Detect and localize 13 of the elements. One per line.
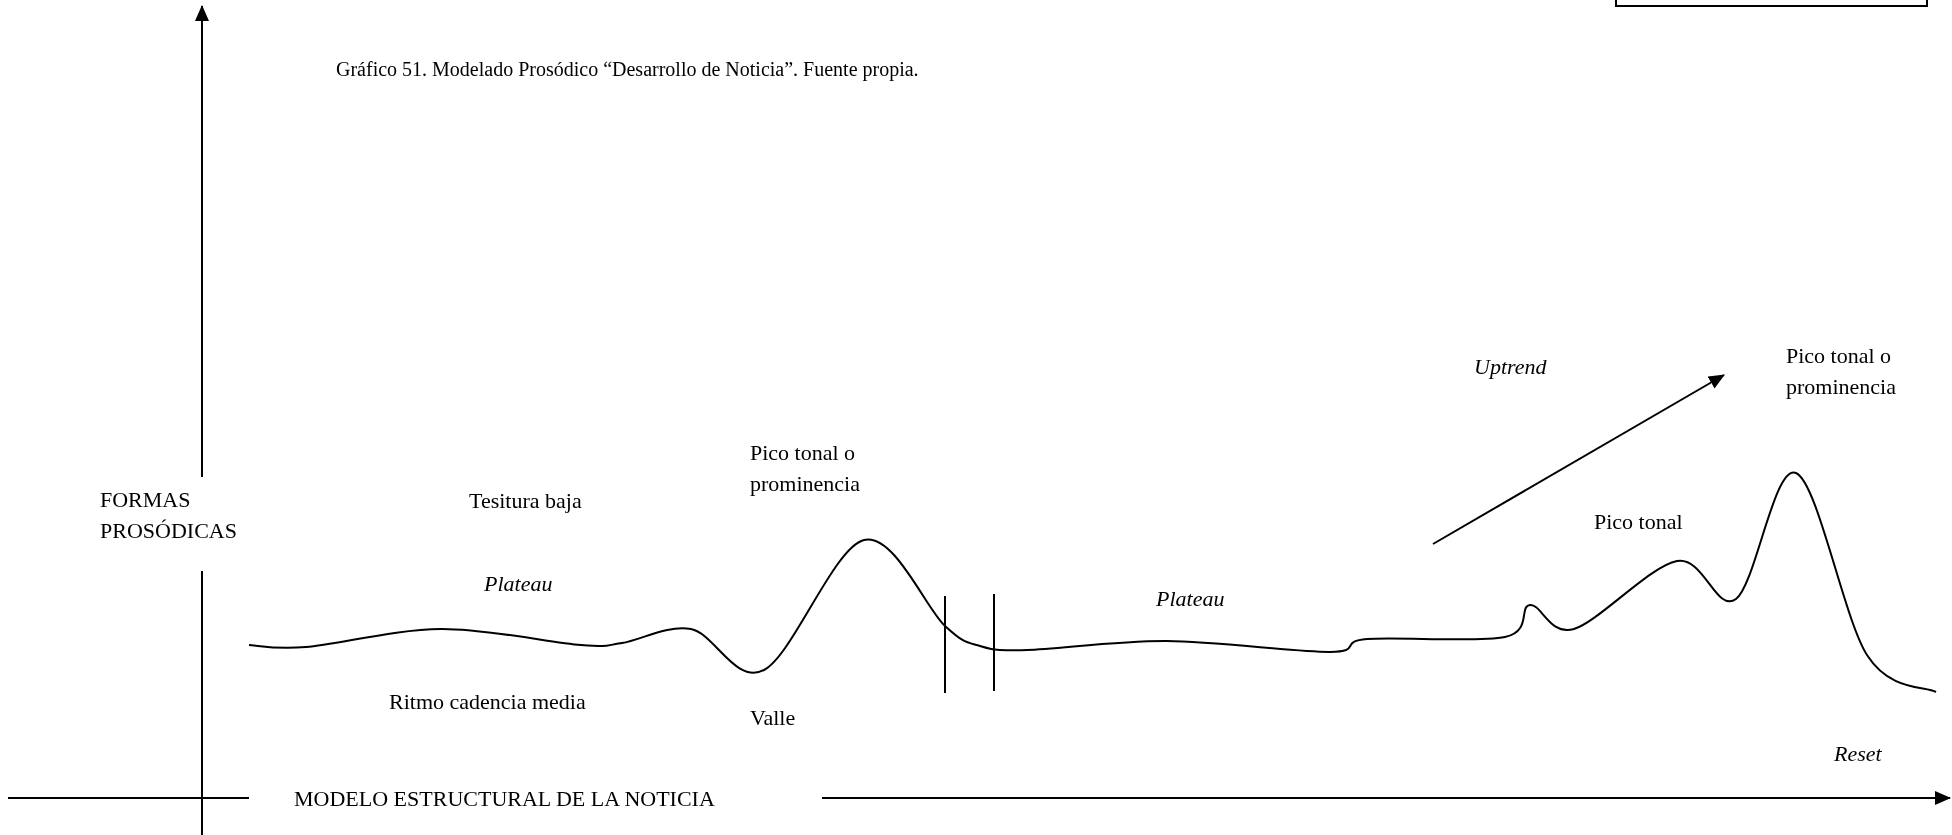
reset-label: Reset — [1834, 740, 1882, 768]
plateau-label: Plateau — [1156, 585, 1225, 613]
peak-label: Pico tonal o prominencia — [750, 439, 861, 498]
rhythm-label: Ritmo cadencia media — [389, 688, 586, 716]
plateau-label: Plateau — [484, 570, 553, 598]
figure-title: Gráfico 51. Modelado Prosódico “Desarrollo de Noticia”. Fuente propia. — [336, 58, 919, 81]
peak-label: Pico tonal — [1594, 508, 1683, 536]
register-label: Tesitura baja — [469, 487, 582, 515]
axis-label: MODELO ESTRUCTURAL DE LA NOTICIA — [294, 785, 715, 813]
trend-label: Uptrend — [1474, 353, 1547, 381]
peak-label: Pico tonal o prominencia — [1786, 342, 1897, 401]
valley-label: Valle — [750, 704, 796, 732]
axis-label: FORMAS PROSÓDICAS — [100, 486, 238, 545]
